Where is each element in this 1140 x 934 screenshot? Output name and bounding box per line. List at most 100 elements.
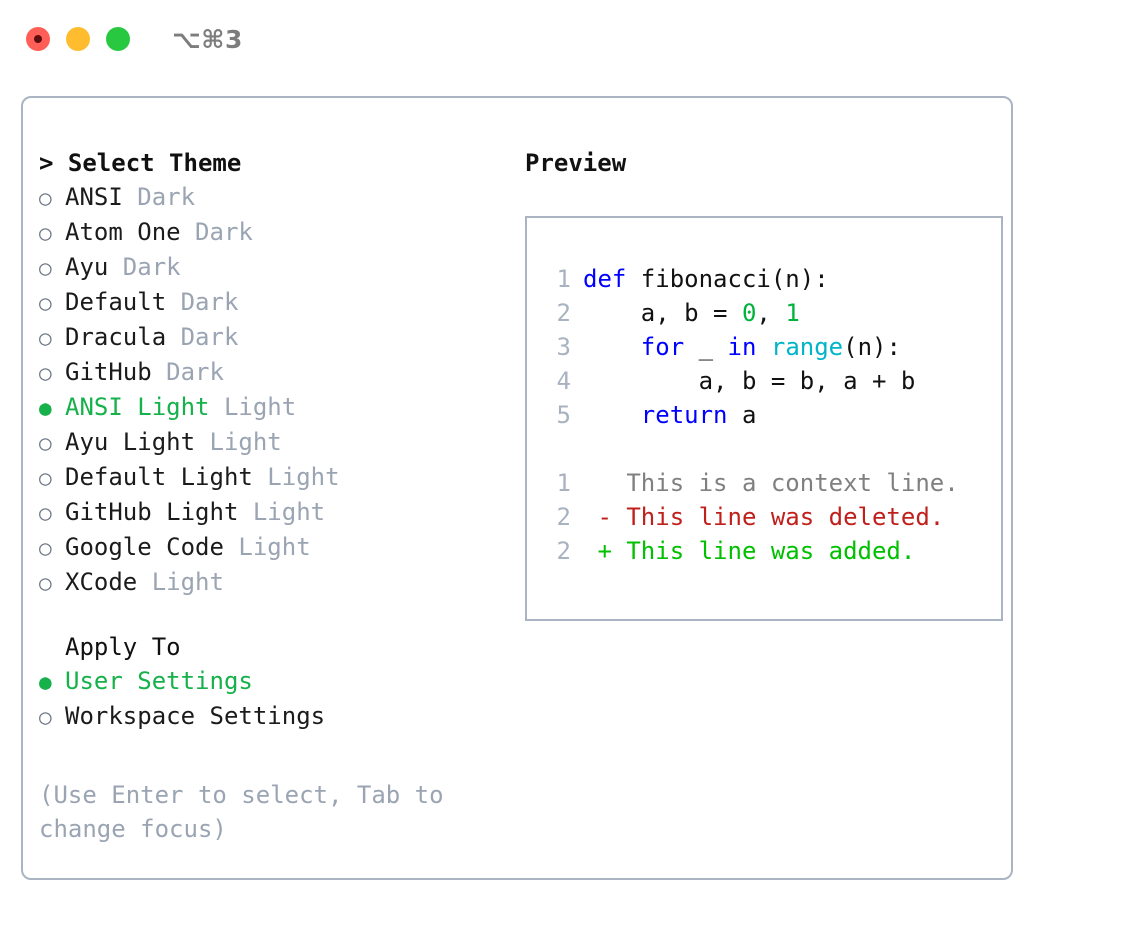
theme-option-label: Ayu Light [65,428,196,456]
radio-unselected-icon: ○ [39,361,52,385]
theme-option-google-code[interactable]: ○Google Code Light [39,530,505,565]
code-line: 3 for _ in range(n): [545,330,1001,364]
theme-selector-column: > Select Theme ○ANSI Dark○Atom One Dark○… [39,146,505,878]
theme-option-label: XCode [65,568,138,596]
diff-line-add: 2 + This line was added. [545,534,1001,568]
theme-option-dracula[interactable]: ○ Dracula Dark [39,320,505,355]
code-token-txt [583,333,641,361]
radio-unselected-icon: ○ [39,291,52,315]
code-token-fn: range [770,333,844,361]
code-line-content: def fibonacci(n): [583,262,829,296]
code-line-number: 4 [556,367,571,395]
code-line-content: a, b = b, a + b [583,364,916,398]
code-line: 5 return a [545,398,1001,432]
diff-line-content: - This line was deleted. [583,503,945,531]
code-token-txt: fibonacci(n): [626,265,829,293]
theme-option-tag: Light [195,428,282,456]
minimize-button-icon[interactable] [66,27,90,51]
theme-option-label: ANSI [65,183,123,211]
theme-option-label: Default [65,288,167,316]
code-line-number: 3 [556,333,571,361]
select-theme-header: > Select Theme [39,149,242,177]
code-token-num: 0 [741,299,757,327]
theme-option-tag: Dark [166,288,239,316]
theme-option-label: Ayu [65,253,109,281]
theme-option-tag: Dark [180,218,253,246]
code-line-number: 1 [556,265,571,293]
code-token-txt: a, b = b, a + b [583,367,916,395]
theme-option-ayu[interactable]: ○Ayu Dark [39,250,505,285]
section-gap [39,600,505,630]
theme-option-label: GitHub Light [65,498,239,526]
theme-option-tag: Dark [166,323,239,351]
preview-title: Preview [525,149,627,177]
code-token-kw: in [727,333,757,361]
code-token-txt: _ [684,333,728,361]
code-line-number: 2 [556,299,571,327]
theme-option-tag: Dark [108,253,181,281]
theme-option-github[interactable]: ○GitHub Dark [39,355,505,390]
code-token-kw: return [640,401,728,429]
code-token-txt [583,401,641,429]
theme-option-label: Google Code [65,533,224,561]
theme-option-ansi-light[interactable]: ●ANSI Light Light [39,390,505,425]
code-token-txt: , [756,299,786,327]
theme-option-default[interactable]: ○ Default Dark [39,285,505,320]
theme-option-tag: Dark [122,183,196,211]
code-line: 4 a, b = b, a + b [545,364,1001,398]
main-panel: > Select Theme ○ANSI Dark○Atom One Dark○… [21,96,1013,880]
code-line: 1 def fibonacci(n): [545,262,1001,296]
theme-option-tag: Light [238,498,326,526]
theme-list: ○ANSI Dark○Atom One Dark○Ayu Dark○Defaul… [39,180,505,600]
diff-line-number: 2 [556,503,571,531]
code-token-kw: def [583,265,627,293]
theme-option-ayu-light[interactable]: ○ Ayu Light Light [39,425,505,460]
theme-option-tag: Dark [151,358,224,386]
apply-option-label: User Settings [65,667,253,695]
keyboard-shortcut-label: ⌥⌘3 [172,24,243,54]
code-token-txt: (n): [843,333,901,361]
radio-selected-icon: ● [39,670,52,694]
radio-unselected-icon: ○ [39,431,52,455]
keyboard-hint-text: (Use Enter to select, Tab to change focu… [39,781,444,843]
apply-option-label: Workspace Settings [65,702,326,730]
radio-unselected-icon: ○ [39,186,52,210]
radio-unselected-icon: ○ [39,571,52,595]
theme-option-xcode[interactable]: ○ XCode Light [39,565,505,600]
theme-option-ansi[interactable]: ○ ANSI Dark [39,180,505,215]
apply-option-user-settings[interactable]: ● User Settings [39,664,505,699]
code-line-content: for _ in range(n): [583,330,901,364]
theme-option-label: Dracula [65,323,167,351]
theme-option-label: Default Light [65,463,253,491]
radio-unselected-icon: ○ [39,705,52,729]
radio-unselected-icon: ○ [39,501,52,525]
theme-option-tag: Light [223,533,311,561]
apply-to-list: ● User Settings ○ Workspace Settings [39,664,505,734]
window-controls [26,27,130,51]
close-button-icon[interactable] [26,27,50,51]
theme-option-label: ANSI Light [65,393,210,421]
radio-unselected-icon: ○ [39,326,52,350]
code-line: 2 a, b = 0, 1 [545,296,1001,330]
code-line-number: 5 [556,401,571,429]
code-token-num: 1 [785,299,800,327]
diff-line-ctx: 1 This is a context line. [545,466,1001,500]
theme-option-atom-one[interactable]: ○Atom One Dark [39,215,505,250]
radio-unselected-icon: ○ [39,221,52,245]
diff-line-del: 2 - This line was deleted. [545,500,1001,534]
apply-option-workspace-settings[interactable]: ○ Workspace Settings [39,699,505,734]
theme-option-default-light[interactable]: ○Default Light Light [39,460,505,495]
code-token-txt: a [727,401,757,429]
code-token-txt [756,333,770,361]
record-dot-icon [34,35,42,43]
maximize-button-icon[interactable] [106,27,130,51]
theme-option-github-light[interactable]: ○ GitHub Light Light [39,495,505,530]
diff-line-number: 1 [556,469,571,497]
theme-option-tag: Light [137,568,224,596]
title-bar: ⌥⌘3 [0,0,1140,78]
diff-block: 1 This is a context line.2 - This line w… [545,466,1001,568]
code-line-content: return a [583,398,757,432]
apply-to-header: Apply To [65,633,181,661]
